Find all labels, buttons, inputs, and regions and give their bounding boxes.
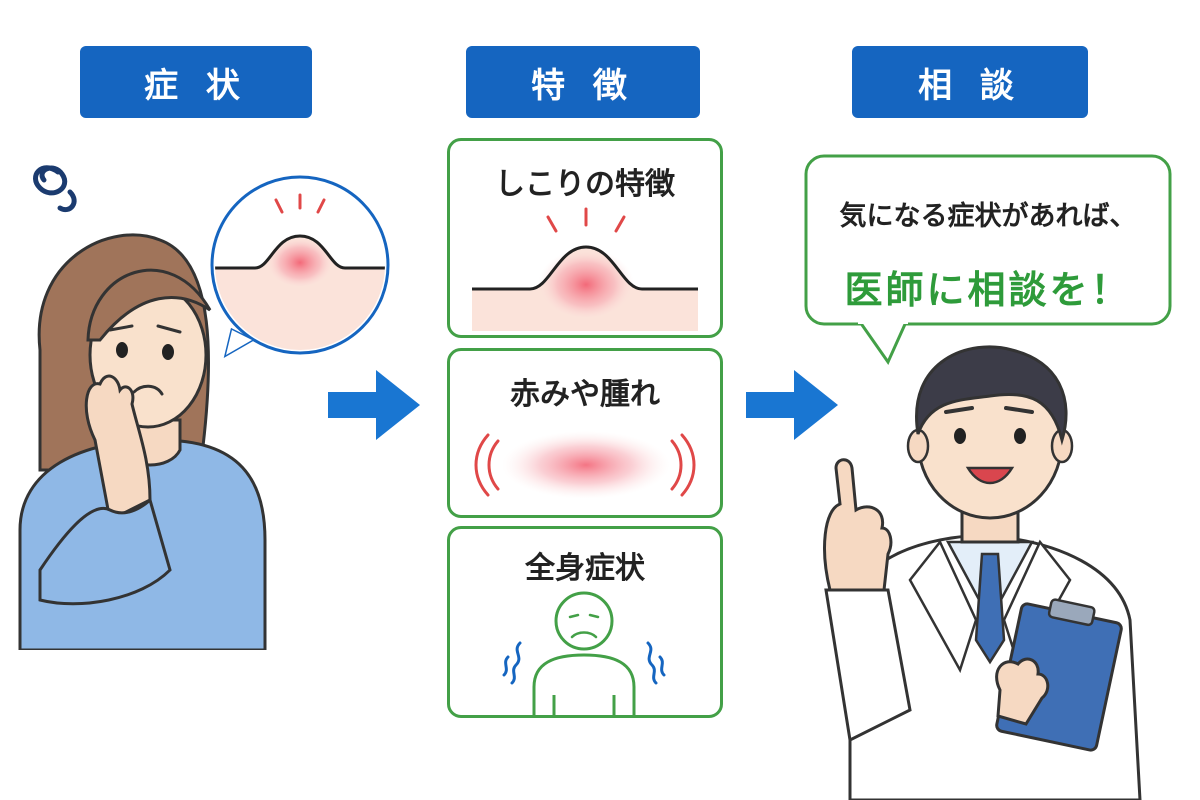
doctor-illustration	[804, 154, 1172, 800]
step-header-consultation: 相 談	[852, 46, 1088, 118]
right-arrow-icon	[328, 370, 420, 440]
body-discomfort-icon	[502, 591, 666, 715]
speech-bubble	[804, 154, 1172, 366]
worried-woman-illustration	[18, 165, 390, 650]
feature-card-redness-swelling: 赤みや腫れ	[447, 348, 723, 518]
swirl-icon	[33, 165, 77, 212]
feature-title: 全身症状	[525, 551, 645, 586]
step-header-symptoms: 症 状	[80, 46, 312, 118]
thought-bubble	[210, 175, 390, 359]
right-arrow-icon	[746, 370, 838, 440]
step-header-characteristics: 特 徴	[466, 46, 700, 118]
swelling-icon	[474, 431, 696, 499]
feature-card-systemic: 全身症状	[447, 526, 723, 718]
feature-card-lump: しこりの特徴	[447, 138, 723, 338]
feature-title: 赤みや腫れ	[510, 377, 660, 412]
feature-title: しこりの特徴	[495, 167, 675, 202]
lump-icon	[472, 207, 698, 331]
